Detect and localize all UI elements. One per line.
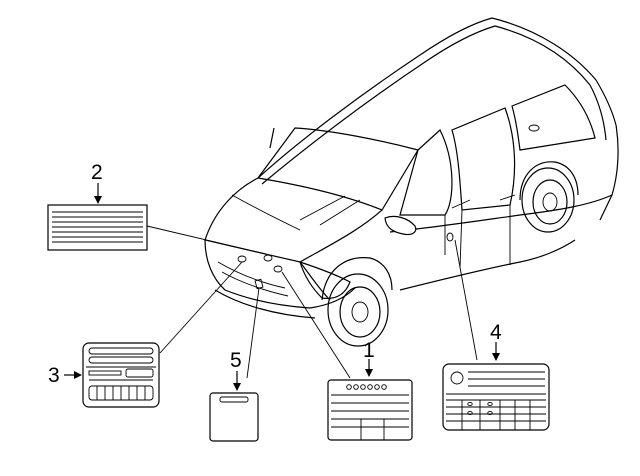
label-5-graphic — [209, 371, 259, 442]
label-3-graphic — [64, 342, 160, 408]
leader-lines — [146, 225, 478, 379]
callout-number-4: 4 — [490, 321, 502, 344]
minivan-illustration — [204, 17, 619, 347]
label-1-graphic — [327, 359, 413, 441]
callout-number-2: 2 — [91, 161, 103, 184]
label-4-graphic — [442, 342, 550, 431]
callout-number-3: 3 — [48, 364, 60, 387]
callout-number-5: 5 — [230, 349, 242, 372]
label-2-graphic — [47, 183, 148, 251]
callout-number-1: 1 — [363, 339, 375, 362]
